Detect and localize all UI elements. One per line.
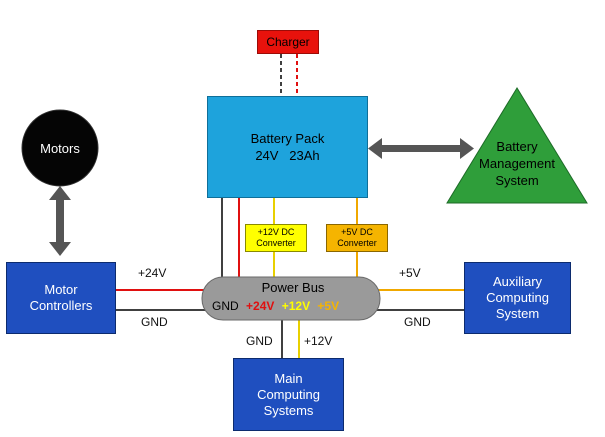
motor-controllers-line1: Motor (44, 282, 78, 297)
converter-12v-line1: +12V DC (257, 227, 295, 237)
bms-line3: System (495, 172, 539, 188)
power-bus[interactable] (201, 276, 381, 321)
aux-computing-line1: Auxiliary (492, 274, 543, 289)
aux-5v-label: +5V (399, 266, 421, 280)
main-gnd-label: GND (246, 334, 273, 348)
battery-pack-title: Battery Pack (250, 131, 325, 146)
main-computing-line3: Systems (263, 402, 314, 418)
converter-5v-line2: Converter (337, 238, 377, 248)
main-computing-line2: Computing (257, 386, 320, 402)
power-bus-rails: GND +24V +12V +5V (212, 299, 339, 313)
converter-5v-box[interactable]: +5V DC Converter (326, 224, 388, 252)
main-computing-line1: Main (274, 370, 303, 386)
aux-gnd-label: GND (404, 315, 431, 329)
motors-label-wrap: Motors (22, 136, 98, 160)
battery-pack-box[interactable]: Battery Pack 24V 23Ah (207, 96, 368, 198)
motor-controllers-line2: Controllers (29, 298, 93, 313)
battery-pack-spec: 24V 23Ah (255, 148, 320, 163)
main-12v-label: +12V (304, 334, 333, 348)
power-bus-title: Power Bus (261, 280, 325, 295)
bus-gnd: GND (212, 299, 239, 313)
battery-bms-arrow (368, 138, 474, 159)
converter-12v-line2: Converter (256, 238, 296, 248)
bus-12v: +12V (281, 299, 311, 313)
motor-24v-label: +24V (138, 266, 167, 280)
bus-5v: +5V (317, 299, 340, 313)
bms-line1: Battery (496, 138, 538, 154)
bus-24v: +24V (246, 299, 275, 313)
bms-label: Battery Management System (467, 133, 567, 193)
aux-computing-line3: System (495, 306, 540, 321)
aux-computing-line2: Computing (486, 290, 549, 305)
bms-line2: Management (479, 155, 555, 171)
motor-controllers-box[interactable]: Motor Controllers (6, 262, 116, 334)
motor-gnd-label: GND (141, 315, 168, 329)
motors-controllers-arrow (49, 186, 71, 256)
bms-triangle[interactable] (446, 87, 588, 204)
main-computing-box[interactable]: Main Computing Systems (233, 358, 344, 431)
charger-label: Charger (266, 35, 310, 49)
motors-label: Motors (40, 140, 80, 156)
charger-box[interactable]: Charger (257, 30, 319, 54)
converter-12v-box[interactable]: +12V DC Converter (245, 224, 307, 252)
aux-computing-box[interactable]: Auxiliary Computing System (464, 262, 571, 334)
converter-5v-line1: +5V DC (341, 227, 373, 237)
